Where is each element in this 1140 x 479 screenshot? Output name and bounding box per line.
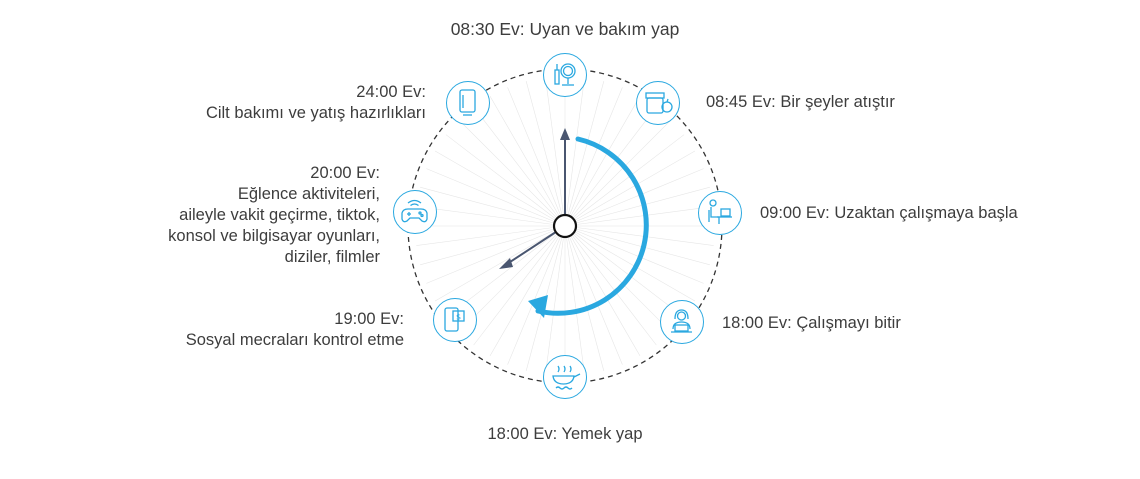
phone-money-icon: $ <box>444 307 465 332</box>
ray-line <box>564 206 714 227</box>
ray-line <box>564 95 641 227</box>
ray-line <box>564 119 672 227</box>
ray-line <box>545 225 566 375</box>
food-jar-icon <box>645 92 673 114</box>
node-fun <box>393 190 437 234</box>
ray-line <box>564 225 710 266</box>
person-laptop-icon <box>708 199 732 224</box>
ray-line <box>458 225 566 333</box>
ray-line <box>564 225 704 284</box>
ray-line <box>458 119 566 227</box>
time-social: 19:00 Ev: <box>334 310 404 328</box>
text-cook: Yemek yap <box>561 425 643 443</box>
svg-text:$: $ <box>456 313 461 322</box>
mirror-makeup-icon <box>554 63 576 86</box>
ray-line <box>564 225 623 365</box>
time-fun: 20:00 Ev: <box>310 164 380 182</box>
clock-center <box>552 213 578 239</box>
label-bed: 24:00 Ev: Cilt bakımı ve yatış hazırlıkl… <box>206 82 426 124</box>
ray-line <box>489 225 566 357</box>
label-fun: 20:00 Ev: Eğlence aktiviteleri, aileyle … <box>168 163 380 268</box>
label-wake: 08:30 Ev: Uyan ve bakım yap <box>400 19 730 40</box>
gamepad-wifi-icon <box>401 199 428 223</box>
time-work-end: 18:00 Ev: <box>722 314 792 332</box>
progress-arrow-head <box>528 295 548 318</box>
ray-line <box>564 87 623 227</box>
text-fun-line2: aileyle vakit geçirme, tiktok, <box>179 206 380 224</box>
ray-line <box>564 225 714 246</box>
ray-line <box>473 106 566 227</box>
node-snack <box>636 81 680 125</box>
background-rays <box>415 76 715 376</box>
ray-line <box>507 87 566 227</box>
ray-line <box>564 225 641 357</box>
label-snack: 08:45 Ev: Bir şeyler atıştır <box>706 92 895 113</box>
ray-line <box>564 168 704 227</box>
ray-line <box>445 134 566 227</box>
label-cook: 18:00 Ev: Yemek yap <box>430 424 700 445</box>
label-social: 19:00 Ev: Sosyal mecraları kontrol etme <box>186 309 404 351</box>
ray-line <box>489 95 566 227</box>
ray-line <box>434 150 566 227</box>
text-fun-line1: Eğlence aktiviteleri, <box>237 185 380 203</box>
time-cook: 18:00 Ev: <box>487 425 558 443</box>
ray-line <box>426 225 566 284</box>
ray-line <box>564 186 710 227</box>
phone-device-icon <box>459 89 476 116</box>
ray-line <box>434 225 566 302</box>
label-work-end: 18:00 Ev: Çalışmayı bitir <box>722 313 901 334</box>
text-bed: Cilt bakımı ve yatış hazırlıkları <box>205 104 426 122</box>
ray-line <box>426 168 566 227</box>
ray-line <box>564 106 657 227</box>
node-work-end <box>660 300 704 344</box>
text-wake: Uyan ve bakım yap <box>529 19 680 39</box>
ray-line <box>564 225 672 333</box>
ray-line <box>420 225 566 266</box>
woman-laptop-icon <box>671 309 692 333</box>
label-work-start: 09:00 Ev: Uzaktan çalışmaya başla <box>760 203 1018 224</box>
node-work-start <box>698 191 742 235</box>
ray-line <box>564 225 696 302</box>
text-work-start: Uzaktan çalışmaya başla <box>834 204 1018 222</box>
ray-line <box>564 225 605 371</box>
ray-line <box>416 206 566 227</box>
time-bed: 24:00 Ev: <box>356 83 426 101</box>
text-fun-line4: diziler, filmler <box>284 248 380 266</box>
text-work-end: Çalışmayı bitir <box>796 314 901 332</box>
ray-line <box>416 225 566 246</box>
ray-line <box>545 77 566 227</box>
ray-line <box>473 225 566 346</box>
minute-hand-tip <box>560 128 570 140</box>
node-cook <box>543 355 587 399</box>
time-work-start: 09:00 Ev: <box>760 204 830 222</box>
ray-line <box>564 225 685 318</box>
node-wake <box>543 53 587 97</box>
node-bed <box>446 81 490 125</box>
node-social: $ <box>433 298 477 342</box>
label-wake-line: 08:30 Ev: Uyan ve bakım yap <box>400 19 730 40</box>
ray-line <box>564 225 657 346</box>
ray-line <box>507 225 566 365</box>
ray-line <box>564 134 685 227</box>
ray-line <box>564 225 585 375</box>
hour-hand-tip <box>499 258 513 269</box>
ray-line <box>564 77 585 227</box>
time-wake: 08:30 Ev: <box>450 19 525 39</box>
cooking-pan-icon <box>552 365 581 390</box>
ray-line <box>564 81 605 227</box>
ray-line <box>564 150 696 227</box>
text-fun-line3: konsol ve bilgisayar oyunları, <box>168 227 380 245</box>
ray-line <box>420 186 566 227</box>
text-snack: Bir şeyler atıştır <box>780 93 895 111</box>
text-social: Sosyal mecraları kontrol etme <box>185 331 404 349</box>
time-snack: 08:45 Ev: <box>706 93 776 111</box>
progress-arc <box>535 136 649 316</box>
ray-line <box>525 81 566 227</box>
